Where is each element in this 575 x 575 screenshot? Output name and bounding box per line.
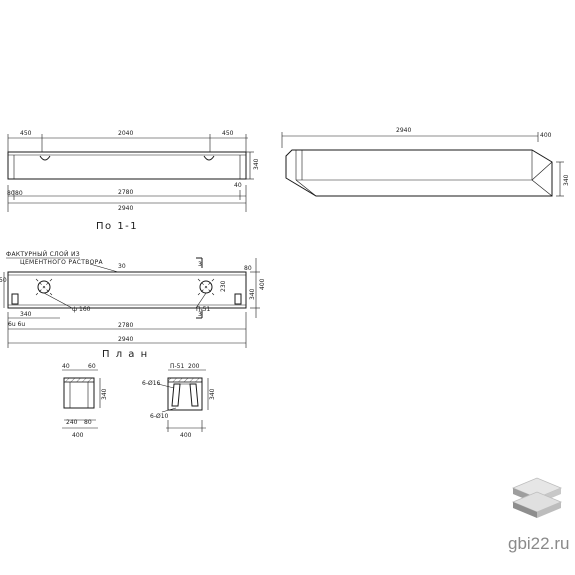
sec-right-height: 340: [209, 388, 216, 400]
plan-note-line2: ЦЕМЕНТНОГО РАСТВОРА: [20, 259, 104, 266]
plan-note-line1: ФАКТУРНЫЙ СЛОЙ ИЗ: [6, 251, 80, 258]
plan-dim-inner-b: 340: [249, 288, 256, 300]
side-dim-top: 400: [540, 132, 552, 139]
elevation-title: По 1-1: [96, 221, 138, 232]
sec-left-bottom-b: 80: [84, 419, 92, 426]
sec-right-width: 400: [180, 432, 192, 439]
plan-dim-loop: П-51: [196, 306, 210, 313]
lifting-loop-right: [203, 155, 215, 161]
cross-section-left: 40 60 340 240 80 400: [62, 363, 108, 439]
sec-right-rebar-b: 6-Ø10: [150, 413, 169, 420]
elevation-view: 450 2040 450 340 40 80 80 2780 2940 По 1…: [7, 130, 260, 232]
section-mark-bottom: 3: [198, 311, 202, 318]
end-block-right: [234, 293, 242, 305]
end-block-left: [11, 293, 19, 305]
plan-title: П л а н: [102, 349, 149, 360]
side-dim-length: 2940: [396, 127, 411, 134]
plan-dim-left-small: 50: [0, 277, 7, 284]
cross-section-right: П-51 200 6-Ø16 6-Ø10 340 400: [142, 363, 216, 439]
plan-dim-left-gap: 340: [20, 311, 32, 318]
dim-chamfer: 40: [234, 182, 242, 189]
dim-end-right: 450: [222, 130, 234, 137]
dim-end-left: 450: [20, 130, 32, 137]
sec-left-width: 400: [72, 432, 84, 439]
plan-dim-hole: ф 160: [72, 306, 91, 313]
plan-dim-total-length: 2940: [118, 336, 133, 343]
dim-inner-length: 2780: [118, 189, 133, 196]
section-mark-top: 3: [198, 261, 202, 268]
beam-side-outline: [285, 149, 553, 197]
lifting-loop-left: [39, 155, 51, 161]
gbi-logo-icon: [511, 477, 563, 518]
sec-right-rebar-a: 6-Ø16: [142, 380, 161, 387]
sec-left-top-right: 60: [88, 363, 96, 370]
beam-plan: [7, 271, 247, 309]
sec-right-loop: П-51: [170, 363, 184, 370]
dim-total-length: 2940: [118, 205, 133, 212]
beam-elevation: [7, 151, 247, 180]
side-dim-height: 340: [563, 174, 570, 186]
dim-small-right: 80: [15, 190, 23, 197]
sec-left-outline: [63, 377, 95, 409]
plan-view: ФАКТУРНЫЙ СЛОЙ ИЗ ЦЕМЕНТНОГО РАСТВОРА 30…: [0, 251, 266, 360]
plan-dim-thickness: 30: [118, 263, 126, 270]
sec-right-top: 200: [188, 363, 200, 370]
dim-height: 340: [253, 158, 260, 170]
dim-middle: 2040: [118, 130, 133, 137]
sec-left-height: 340: [101, 388, 108, 400]
plan-dim-edge: 80: [244, 265, 252, 272]
plan-dim-inner-a: 230: [220, 280, 227, 292]
plan-dim-inner-length: 2780: [118, 322, 133, 329]
sec-left-bottom-a: 240: [66, 419, 78, 426]
side-view: 2940 400 340: [281, 127, 570, 197]
dim-small-left: 80: [7, 190, 15, 197]
watermark-text: gbi22.ru: [508, 534, 570, 553]
sec-left-top-left: 40: [62, 363, 70, 370]
plan-dim-width: 400: [259, 278, 266, 290]
plan-dim-left-small2: 6u 6u: [8, 321, 25, 328]
